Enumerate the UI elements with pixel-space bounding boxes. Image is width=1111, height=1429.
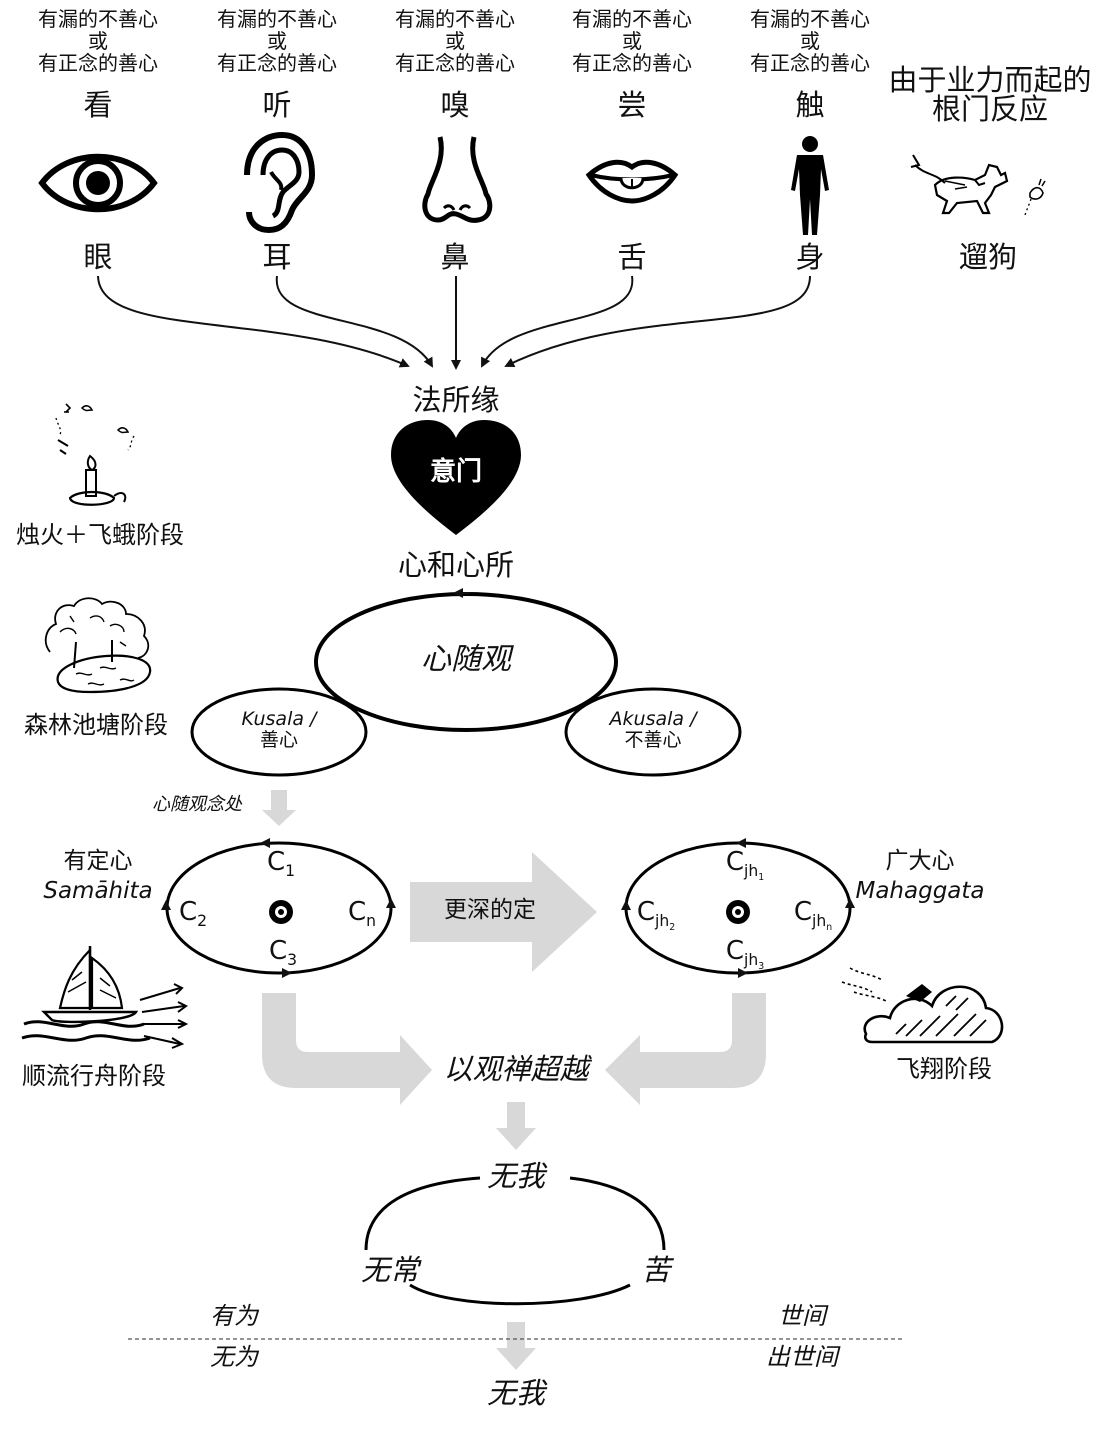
deeper-label: 更深的定 — [444, 897, 536, 923]
stage-flight: 飞翔阶段 — [896, 1055, 992, 1083]
anatta-label: 无我 — [486, 1159, 546, 1193]
cycle-cjhn: Cjhn — [793, 897, 833, 934]
sense-nose-top: 有漏的不善心或有正念的善心 — [395, 7, 515, 75]
akusala-label: Akusala /不善心 — [609, 708, 697, 751]
heart-icon — [391, 420, 521, 535]
cycle-c3: C3 — [268, 936, 298, 970]
unconditioned-label: 无为 — [210, 1343, 258, 1371]
deeper-arrow — [410, 852, 597, 972]
organ-eye: 眼 — [83, 240, 113, 274]
right-transcend-arrow — [605, 993, 766, 1105]
down-arrow-2 — [496, 1322, 536, 1370]
transcend-label: 以观禅超越 — [443, 1052, 589, 1086]
eye-arrow — [97, 275, 410, 368]
organ-ear: 耳 — [262, 240, 292, 274]
nose-icon — [422, 136, 493, 223]
cycle-cjh2: Cjh2 — [636, 897, 676, 934]
action-taste: 尝 — [617, 88, 647, 122]
citta-label: 心和心所 — [397, 548, 515, 582]
conditioned-label: 有为 — [210, 1302, 258, 1330]
stage-candle: 烛火＋飞蛾阶段 — [16, 521, 184, 549]
mindfulness-label: 心随观念处 — [152, 794, 242, 815]
three-marks-bottom — [409, 1283, 631, 1306]
down-arrow-1 — [496, 1102, 536, 1150]
sense-eye-top: 有漏的不善心或有正念的善心 — [38, 7, 158, 75]
organ-body: 身 — [795, 240, 825, 274]
mindfulness-arrow — [262, 790, 296, 826]
cycle-c2: C2 — [178, 897, 208, 931]
body-arrow — [504, 275, 811, 367]
kusala-label: Kusala /善心 — [241, 708, 317, 751]
stage-boat: 顺流行舟阶段 — [22, 1062, 166, 1090]
action-hear: 听 — [262, 88, 292, 122]
karma-title: 由于业力而起的根门反应 — [888, 63, 1092, 126]
three-marks-top-right — [569, 1176, 666, 1251]
karma-caption: 遛狗 — [958, 240, 1018, 274]
supramundane-label: 出世间 — [766, 1343, 838, 1371]
sense-ear-top: 有漏的不善心或有正念的善心 — [217, 7, 337, 75]
cycle-cjh1: Cjh1 — [725, 847, 765, 884]
anatta-bottom-label: 无我 — [486, 1376, 546, 1410]
tongue-arrow — [481, 275, 634, 368]
flying-cloud-icon — [841, 967, 1004, 1044]
dhamma-object: 法所缘 — [412, 383, 500, 417]
mundane-label: 世间 — [778, 1302, 826, 1330]
cycle-c1: C1 — [266, 847, 296, 881]
candle-moth-icon — [55, 403, 135, 506]
organ-tongue: 舌 — [617, 240, 647, 274]
tongue-icon — [585, 159, 679, 204]
mind-door-label: 意门 — [429, 457, 483, 487]
organ-nose: 鼻 — [440, 240, 470, 274]
dukkha-label: 苦 — [641, 1253, 671, 1287]
sense-body-top: 有漏的不善心或有正念的善心 — [750, 7, 870, 75]
sense-tongue-top: 有漏的不善心或有正念的善心 — [572, 7, 692, 75]
stage-forest: 森林池塘阶段 — [24, 711, 168, 739]
left-transcend-arrow — [262, 993, 432, 1105]
three-marks-top-left — [364, 1176, 481, 1251]
dog-walking-icon — [910, 154, 1046, 216]
cittanupassana-label: 心随观 — [421, 642, 511, 677]
cycle-cjh3: Cjh3 — [725, 936, 765, 973]
eye-icon — [38, 153, 158, 213]
kusala-ellipse — [190, 687, 368, 777]
ear-arrow — [275, 275, 433, 368]
body-icon — [791, 136, 829, 235]
anicca-label: 无常 — [360, 1253, 420, 1287]
action-smell: 嗅 — [440, 88, 470, 122]
cycle-cn: Cn — [347, 897, 377, 931]
sailboat-icon — [21, 946, 189, 1049]
akusala-ellipse — [564, 687, 742, 777]
forest-pond-icon — [44, 597, 152, 694]
action-see: 看 — [83, 88, 113, 122]
action-touch: 触 — [795, 88, 825, 122]
ear-icon — [244, 131, 316, 234]
